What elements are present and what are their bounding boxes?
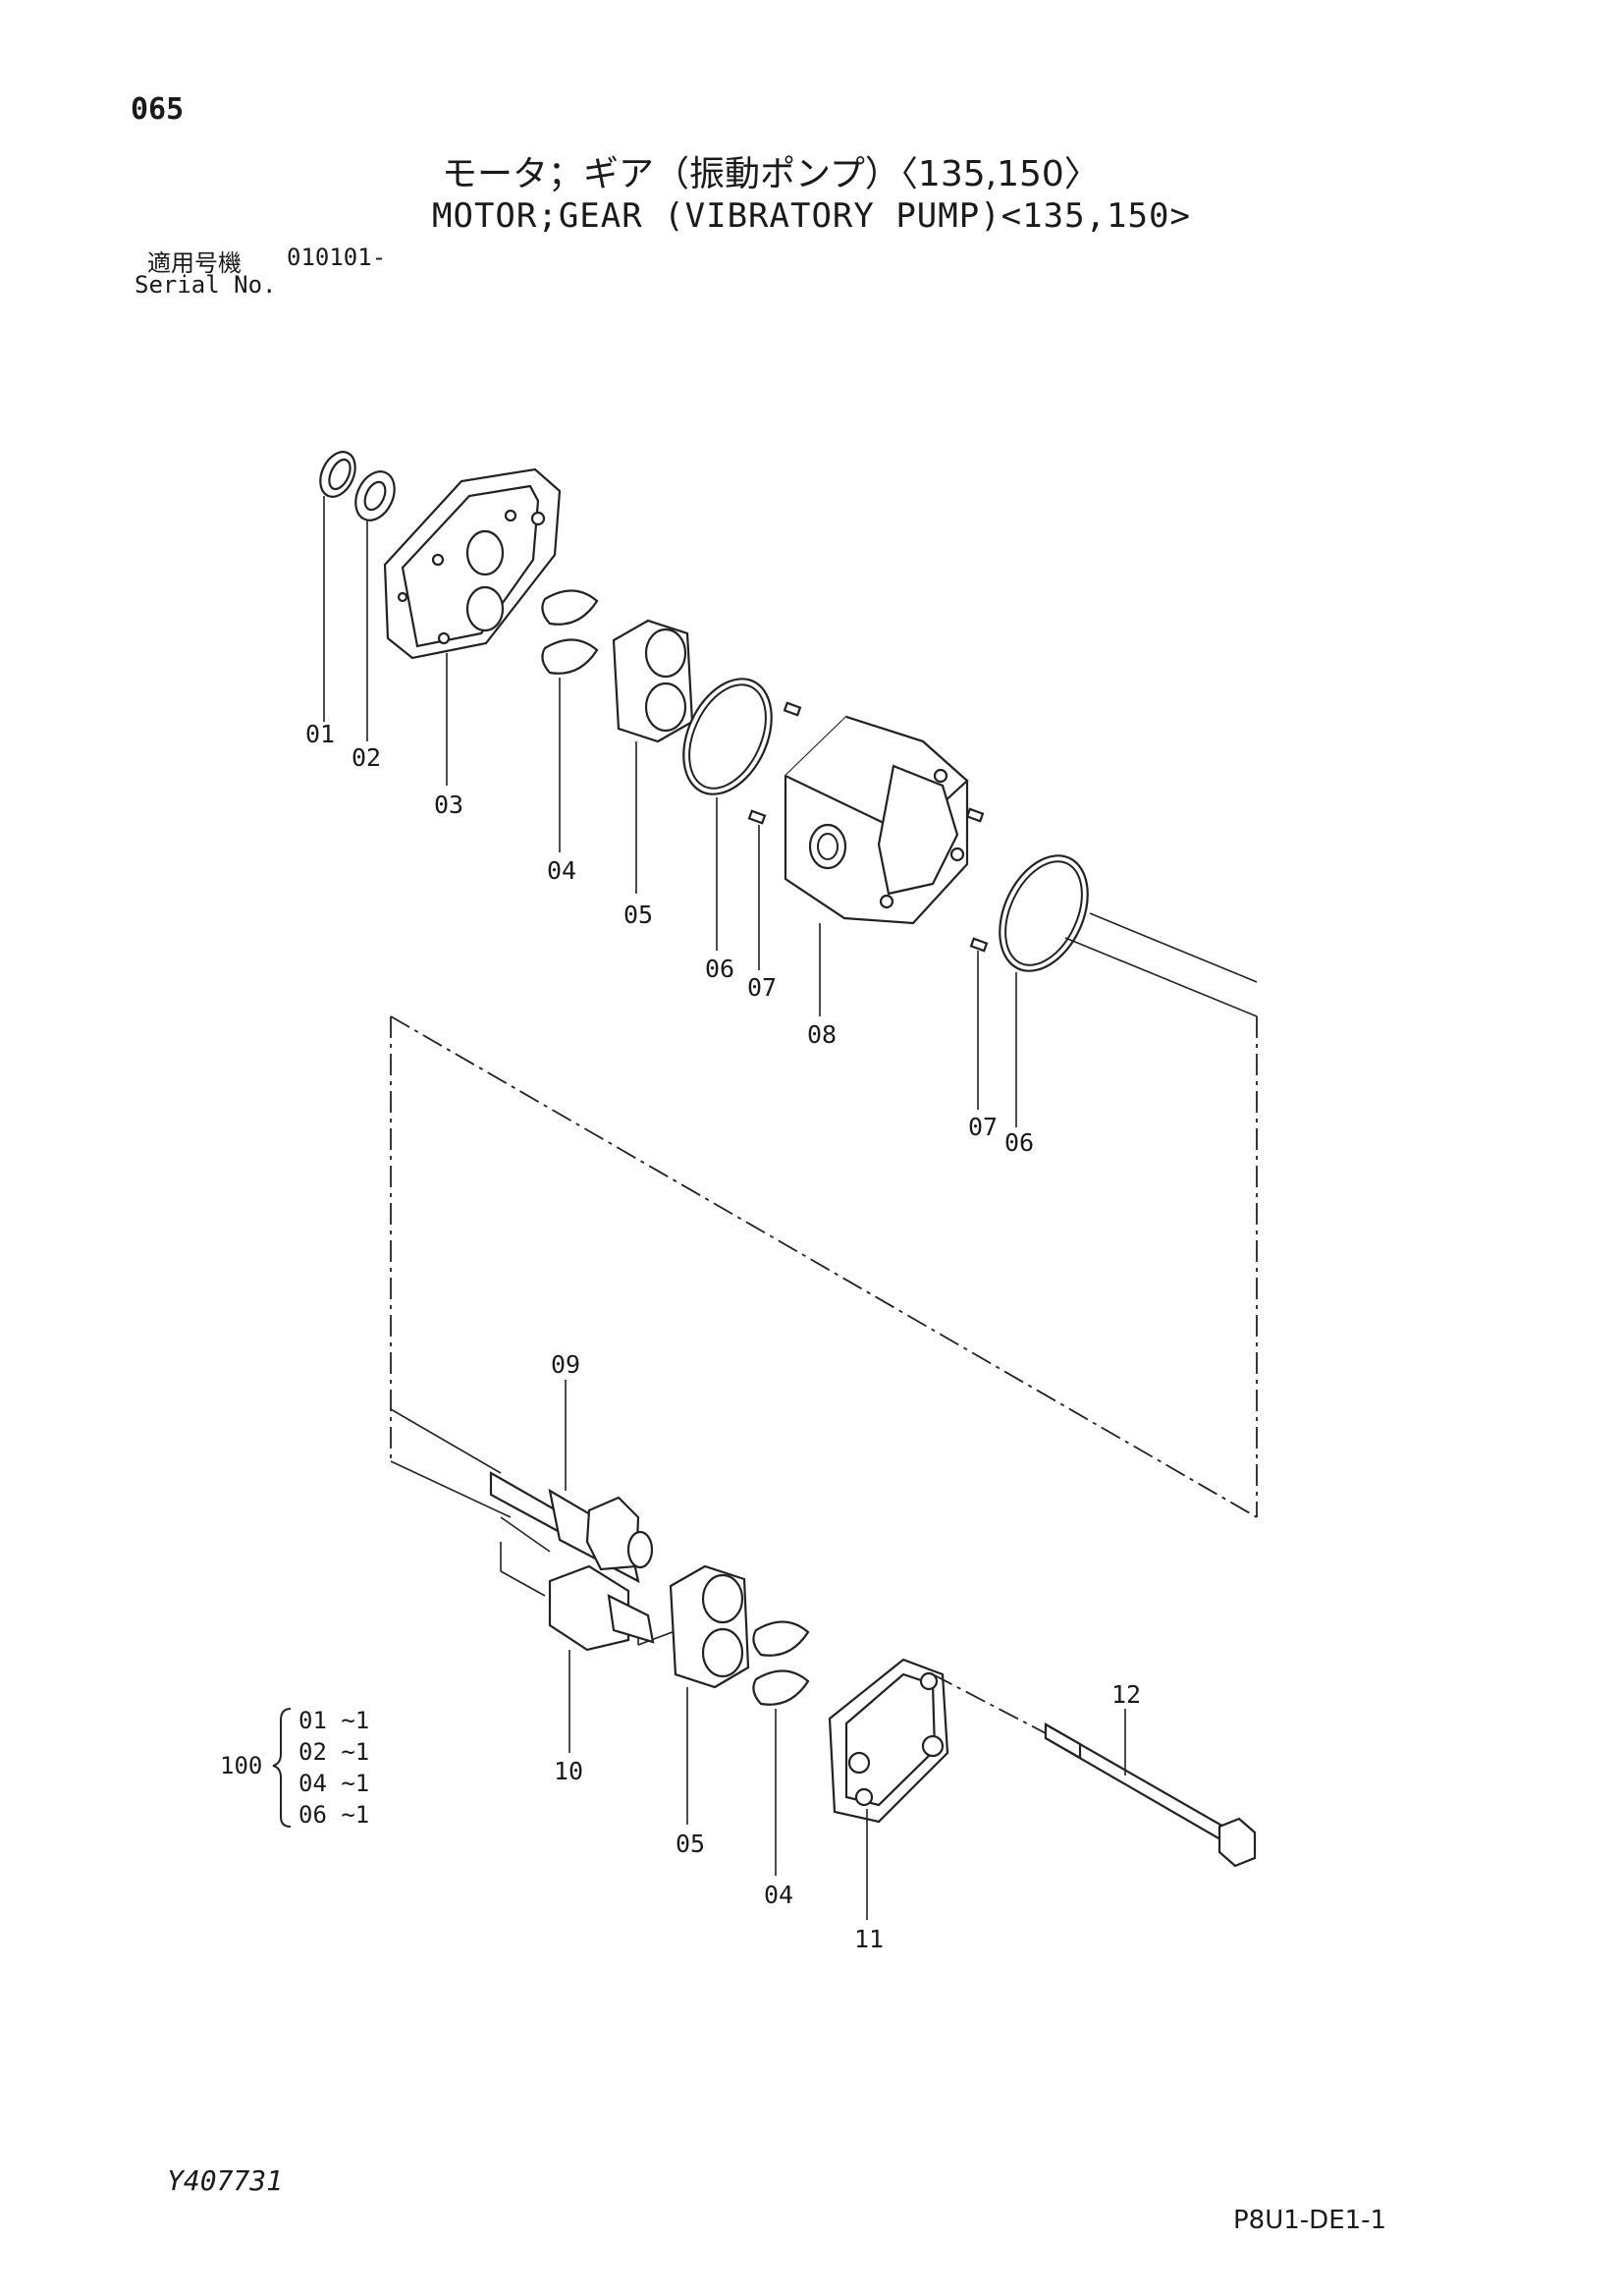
kit-number: 100 [220,1752,263,1779]
kit-brace [272,1708,292,1828]
page-number: 065 [131,92,185,127]
kit-item: 02 ~1 [298,1738,370,1766]
kit-item: 06 ~1 [298,1801,370,1829]
kit-item: 01 ~1 [298,1707,370,1734]
callout-09: 09 [551,1350,580,1379]
assembly-guide-lines [390,912,1258,1646]
part-05-bushing-upper [612,619,694,894]
callout-10: 10 [554,1757,583,1785]
serial-number-value: 010101- [287,244,387,271]
callout-07-right: 07 [968,1113,998,1141]
title-english: MOTOR;GEAR (VIBRATORY PUMP)<135,150> [432,196,1191,236]
part-04-seal-lower [752,1620,810,1876]
callout-03: 03 [434,791,463,819]
callout-07: 07 [747,973,777,1002]
callout-06: 06 [705,955,734,983]
callout-05-lower: 05 [676,1830,705,1858]
part-06-o-ring-right [999,854,1089,1127]
part-02-oil-seal [354,470,396,741]
callout-08: 08 [807,1020,837,1049]
part-07-pins [747,701,989,1110]
callout-06-right: 06 [1004,1128,1034,1157]
part-06-o-ring-upper [682,678,773,951]
callout-04-lower: 04 [764,1881,793,1909]
part-09-drive-gear-shaft [489,1380,654,1584]
sheet-code: P8U1-DE1-1 [1233,2206,1387,2235]
part-10-driven-gear [548,1564,655,1753]
part-11-rear-cover [828,1658,949,1920]
serial-label-japanese: 適用号機 [147,249,242,277]
document-code: Y407731 [167,2164,284,2197]
part-01-snap-ring [319,451,356,722]
serial-label-english: Serial No. [135,271,277,299]
callout-05: 05 [623,901,653,929]
callout-01: 01 [305,720,335,748]
part-03-front-cover [383,467,562,786]
callout-11: 11 [854,1925,884,1953]
callout-02: 02 [352,743,381,772]
title-japanese: モータ；ギア（振動ポンプ）〈135,150〉 [442,154,1100,194]
kit-item: 04 ~1 [298,1770,370,1797]
part-04-seal-upper [541,589,599,852]
part-05-bushing-lower [669,1564,750,1825]
callout-04: 04 [547,856,576,885]
part-12-bolt [932,1673,1257,1868]
part-08-pump-housing [784,715,969,1016]
callout-12: 12 [1111,1680,1141,1709]
